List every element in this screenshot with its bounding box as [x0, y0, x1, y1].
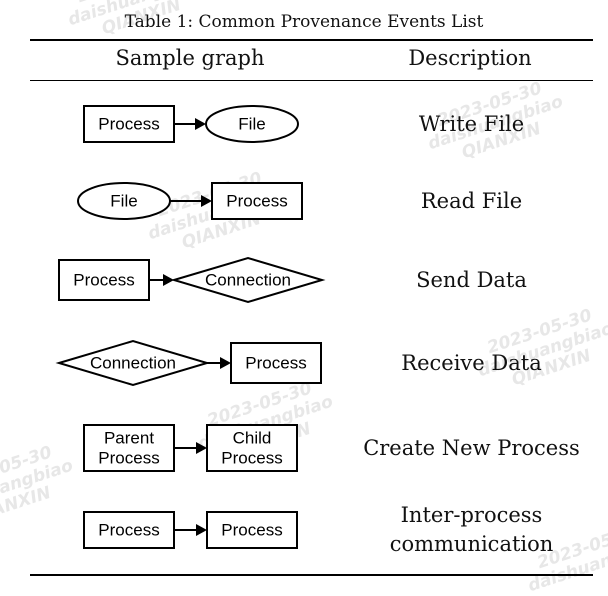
table-caption: Table 1: Common Provenance Events List	[124, 12, 484, 32]
table-row: Process Process Inter-process communication	[30, 490, 593, 570]
event-description: Send Data	[360, 240, 583, 320]
description-line: Write File	[418, 111, 525, 136]
arrowhead	[196, 524, 207, 536]
node-label: Process	[98, 114, 159, 133]
node-label: Process	[98, 448, 159, 467]
event-description: Inter-process communication	[360, 490, 583, 570]
column-header-description: Description	[408, 46, 532, 70]
description-line: communication	[389, 532, 554, 556]
node-label: Process	[73, 270, 134, 289]
node-label: File	[110, 191, 137, 210]
sample-graph: Process Process	[83, 511, 298, 549]
sample-graph: Process Connection	[58, 256, 326, 304]
description-line: Receive Data	[401, 350, 542, 375]
process-node	[83, 424, 175, 472]
table-bottom-rule	[30, 574, 593, 576]
process-node	[58, 259, 150, 301]
process-node	[230, 342, 322, 384]
file-node	[205, 105, 299, 143]
arrowhead	[163, 274, 174, 286]
node-label: Process	[221, 520, 282, 539]
node-label: File	[238, 114, 265, 133]
table-row: Process File Write File	[30, 84, 593, 164]
description-line: Send Data	[416, 267, 527, 292]
node-label: Connection	[90, 353, 176, 372]
process-node	[83, 105, 175, 143]
arrowhead	[195, 118, 206, 130]
arrowhead	[220, 357, 231, 369]
node-label: Process	[226, 191, 287, 210]
process-node	[206, 511, 298, 549]
connection-node	[170, 256, 326, 304]
event-description: Write File	[360, 84, 583, 164]
event-description: Receive Data	[360, 323, 583, 403]
table-row: Process Connection Send Data	[30, 240, 593, 320]
arrowhead	[196, 442, 207, 454]
connection-node	[55, 339, 211, 387]
sample-graph: Process File	[83, 105, 299, 143]
sample-graph: File Process	[77, 182, 303, 220]
table-header-rule	[30, 80, 593, 81]
sample-graph: Connection Process	[55, 339, 322, 387]
table-row: File Process Read File	[30, 161, 593, 241]
node-label: Parent	[104, 428, 154, 447]
table-row: Connection Process Receive Data	[30, 323, 593, 403]
node-label: Process	[245, 353, 306, 372]
description-line: Inter-process	[400, 503, 543, 527]
node-label: Connection	[205, 270, 291, 289]
event-description: Read File	[360, 161, 583, 241]
column-header-sample-graph: Sample graph	[115, 46, 265, 70]
process-node	[83, 511, 175, 549]
table-top-rule	[30, 39, 593, 41]
node-label: Process	[221, 448, 282, 467]
process-node	[211, 182, 303, 220]
file-node	[77, 182, 171, 220]
watermark-line: 2023-05-30	[60, 0, 200, 12]
node-label: Child	[233, 428, 272, 447]
process-node	[206, 424, 298, 472]
description-line: Create New Process	[363, 435, 580, 460]
node-label: Process	[98, 520, 159, 539]
arrowhead	[201, 195, 212, 207]
description-line: Read File	[420, 188, 523, 213]
event-description: Create New Process	[360, 408, 583, 488]
